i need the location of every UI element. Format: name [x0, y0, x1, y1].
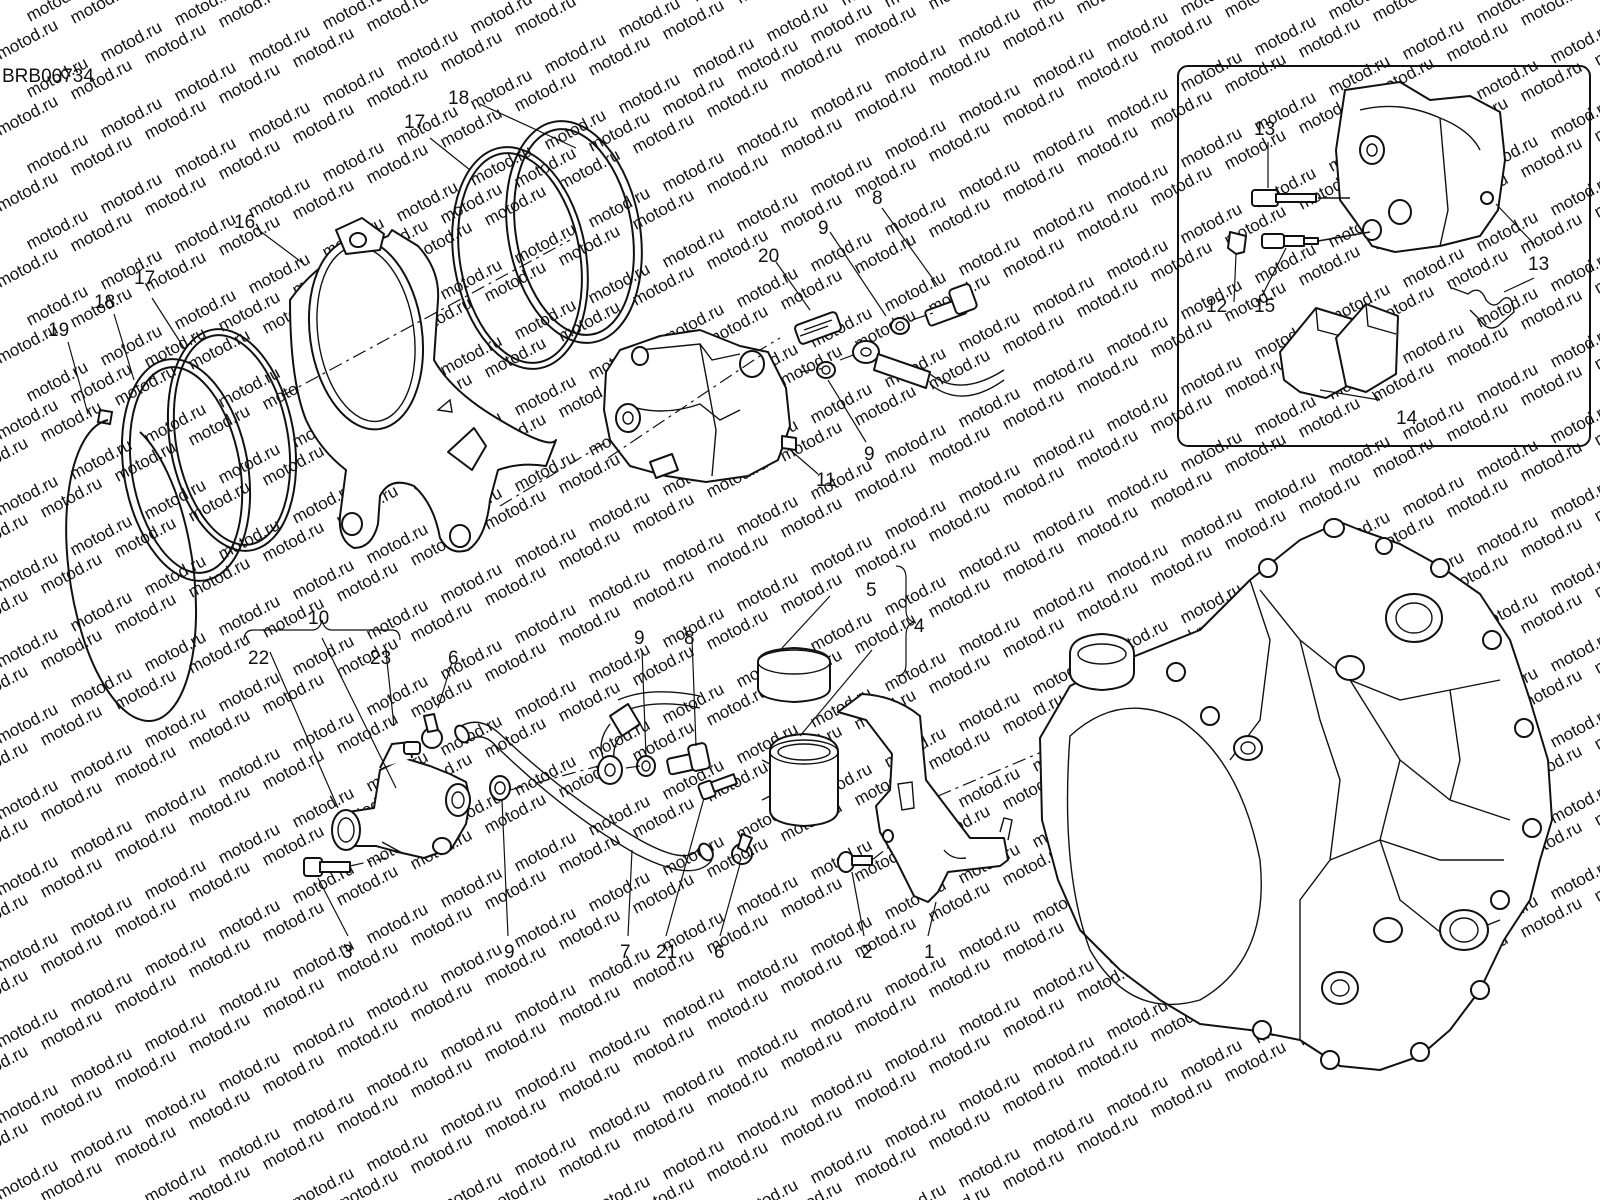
copper-washer	[890, 317, 910, 335]
label-9-lower: 9	[634, 628, 645, 649]
brake-hose-top	[852, 340, 1005, 397]
bleed-valve	[1227, 231, 1371, 255]
label-13-clip: 13	[1528, 254, 1549, 275]
watermark-text: motod.ru	[1369, 0, 1437, 26]
label-8-lower: 8	[684, 628, 695, 649]
label-9-bottom: 9	[504, 942, 515, 963]
brake-line-lower	[600, 691, 701, 765]
label-20: 20	[758, 246, 779, 267]
detail-inset: 13 13 12 15 14	[1177, 65, 1591, 447]
pad-pin	[1251, 189, 1350, 207]
label-13-pin: 13	[1254, 119, 1275, 140]
detail-inset-frame	[1177, 65, 1591, 447]
label-19: 19	[48, 320, 69, 341]
label-7: 7	[620, 942, 631, 963]
label-4: 4	[914, 616, 925, 637]
brake-pads	[1279, 303, 1399, 399]
label-9-top: 9	[818, 218, 829, 239]
engine-clutch-cover	[1039, 518, 1553, 1071]
reservoir-cap	[757, 647, 831, 703]
copper-washer	[489, 775, 511, 801]
seal-ring-17-right	[451, 146, 589, 370]
caliper-carrier-16	[289, 217, 557, 553]
banjo-fitting-20	[794, 311, 842, 345]
label-17-left: 17	[134, 268, 155, 289]
label-18-left: 18	[94, 292, 115, 313]
seal-ring-18-right	[505, 120, 643, 344]
reservoir-hose-7	[454, 721, 714, 872]
fluid-reservoir	[761, 733, 839, 827]
banjo-eye	[597, 755, 623, 785]
label-12: 12	[1206, 296, 1227, 317]
master-cylinder	[331, 741, 471, 859]
circlip-19	[65, 408, 198, 722]
banjo-bolt-8-lower	[666, 742, 711, 776]
inset-caliper	[1335, 81, 1506, 253]
brake-caliper	[603, 329, 797, 483]
seal-ring-18-left	[120, 358, 252, 582]
label-6-lower: 6	[714, 942, 725, 963]
banjo-bolt-8-top	[924, 283, 978, 327]
label-17-top: 17	[404, 112, 425, 133]
label-23: 23	[370, 648, 391, 669]
reservoir-bracket	[837, 693, 1013, 903]
watermark-text: motod.ru	[925, 0, 993, 14]
label-15: 15	[1254, 296, 1275, 317]
seal-ring-17-left	[166, 328, 298, 552]
watermark-text: motod.ru	[1517, 0, 1585, 30]
label-1: 1	[924, 942, 935, 963]
watermark-text: motod.ru	[733, 1175, 801, 1200]
bolt-21	[697, 773, 738, 801]
screw-2	[837, 851, 873, 873]
copper-washer	[816, 361, 836, 379]
hose-clamp-6-lower	[731, 833, 753, 865]
watermark-text: motod.ru	[1221, 0, 1289, 22]
drawing-code: BRB00734	[2, 66, 94, 87]
watermark-text: motod.ru	[585, 1171, 653, 1200]
label-21: 21	[656, 942, 677, 963]
label-8-top: 8	[872, 188, 883, 209]
label-5: 5	[866, 580, 877, 601]
watermark-text: motod.ru	[881, 1179, 949, 1200]
label-9-mid: 9	[864, 444, 875, 465]
retaining-clip	[1480, 191, 1494, 205]
label-22: 22	[248, 648, 269, 669]
watermark-text: motod.ru	[733, 0, 801, 8]
label-2: 2	[862, 942, 873, 963]
label-16: 16	[234, 212, 255, 233]
pad-spring	[1451, 287, 1515, 329]
label-10: 10	[308, 608, 329, 629]
hose-clamp-6-upper	[421, 713, 443, 749]
label-11: 11	[816, 470, 836, 491]
label-18-top: 18	[448, 88, 469, 109]
label-3: 3	[342, 942, 353, 963]
bolt-3	[303, 857, 351, 877]
label-6-upper: 6	[448, 648, 459, 669]
label-14: 14	[1396, 408, 1418, 429]
watermark-text: motod.ru	[1073, 0, 1141, 18]
watermark-text: motod.ru	[67, 0, 135, 28]
watermark-text: motod.ru	[585, 0, 653, 4]
